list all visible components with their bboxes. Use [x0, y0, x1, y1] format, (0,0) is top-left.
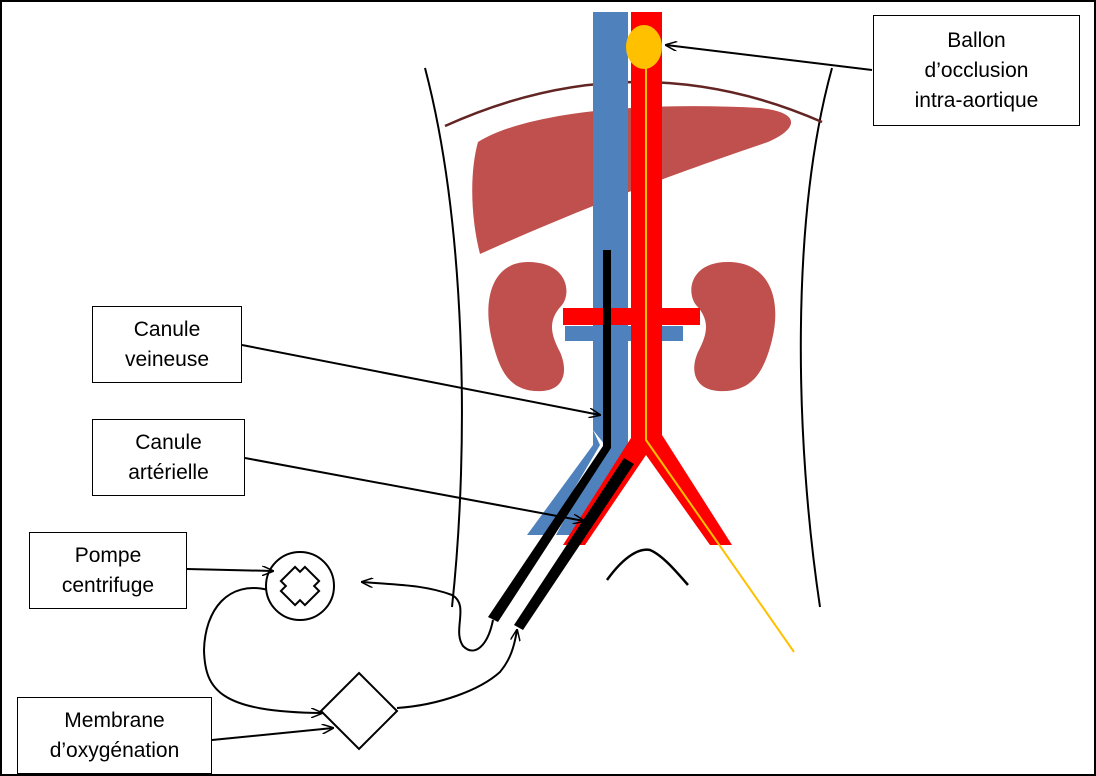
arterial-cannula-label-line-1: Canule — [135, 428, 202, 458]
arterial-cannula-callout-arrow — [245, 458, 584, 521]
venous-cannula-label-line-1: Canule — [134, 315, 201, 345]
membrane-label-line-2: d’oxygénation — [50, 736, 180, 766]
renal-veins — [565, 326, 683, 341]
pump-callout-arrow — [187, 569, 273, 571]
venous-cannula-label: Canule veineuse — [92, 306, 242, 383]
balloon-label-line-1: Ballon — [947, 26, 1005, 56]
balloon-label: Ballon d’occlusion intra-aortique — [873, 15, 1080, 126]
occlusion-balloon — [626, 25, 662, 69]
balloon-callout-arrow — [666, 45, 872, 70]
membrane-label: Membrane d’oxygénation — [17, 697, 212, 774]
pubic-arch — [607, 550, 688, 585]
pump-label-line-1: Pompe — [75, 541, 142, 571]
renal-arteries — [563, 308, 700, 325]
membrane-callout-arrow — [212, 728, 333, 740]
tubing-drainage — [362, 582, 493, 651]
venous-cannula-label-line-2: veineuse — [125, 345, 209, 375]
body-right-outline — [801, 68, 832, 607]
pump-label-line-2: centrifuge — [62, 571, 154, 601]
membrane-diamond — [321, 673, 397, 749]
balloon-label-line-2: d’occlusion — [925, 56, 1029, 86]
left-kidney — [488, 262, 566, 391]
right-kidney — [691, 262, 775, 391]
body-left-outline — [425, 68, 462, 607]
balloon-label-line-3: intra-aortique — [915, 86, 1039, 116]
pump-label: Pompe centrifuge — [29, 532, 187, 609]
membrane-label-line-1: Membrane — [64, 706, 164, 736]
arterial-cannula-label-line-2: artérielle — [128, 458, 209, 488]
arterial-cannula-label: Canule artérielle — [92, 419, 245, 496]
tubing-reinjection — [397, 630, 517, 708]
